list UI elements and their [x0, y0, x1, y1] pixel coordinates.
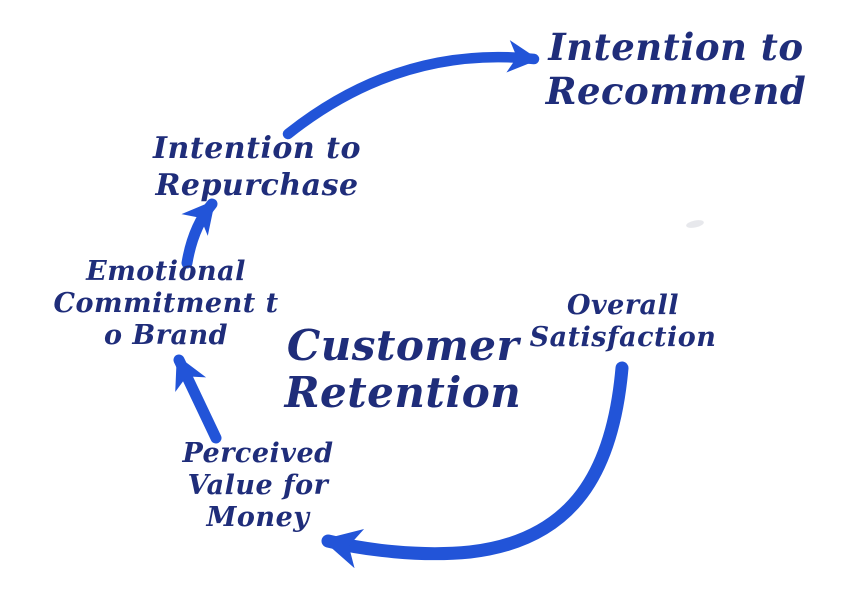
- node-emotional-commitment-to-brand: Emotional Commitment t o Brand: [53, 256, 279, 351]
- node-intention-to-recommend: Intention to Recommend: [545, 25, 807, 113]
- node-intention-to-repurchase: Intention to Repurchase: [153, 131, 361, 203]
- arrow-commitment-to-repurchase: [181, 198, 218, 269]
- node-perceived-value-for-money: Perceived Value for Money: [182, 438, 334, 533]
- faint-smudge: [686, 220, 704, 228]
- node-overall-satisfaction: Overall Satisfaction: [529, 290, 717, 353]
- center-title: Customer Retention: [284, 321, 522, 418]
- arrow-repurchase-to-recommend: [282, 40, 540, 140]
- arrow-perceived-to-commitment: [173, 354, 222, 444]
- arrow-satisfaction-to-perceived: [321, 361, 629, 569]
